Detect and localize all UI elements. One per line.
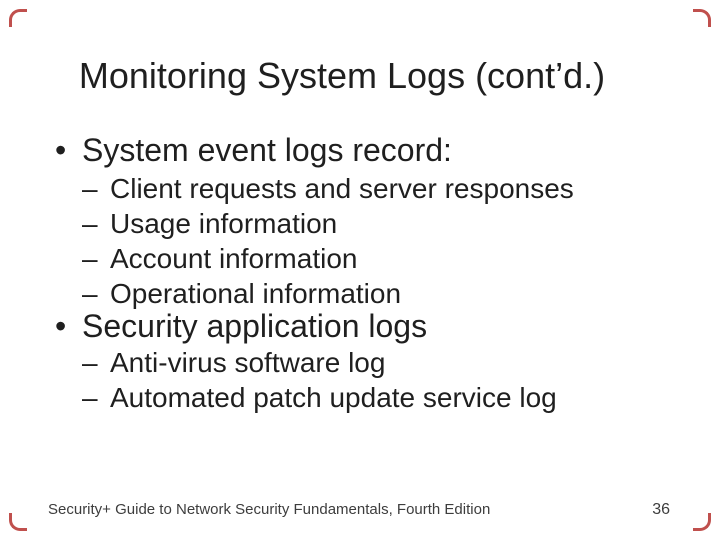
dash-icon: – — [82, 382, 98, 413]
corner-accent-bottom-right — [693, 513, 711, 531]
sub-bullet-item: – Automated patch update service log — [82, 382, 557, 413]
sub-bullet-text: Anti-virus software log — [110, 347, 386, 378]
footer-book-title: Security+ Guide to Network Security Fund… — [48, 501, 491, 518]
dash-icon: – — [82, 278, 98, 309]
sub-bullet-text: Usage information — [110, 208, 338, 239]
corner-accent-top-left — [9, 9, 27, 27]
sub-bullet-item: – Client requests and server responses — [82, 173, 574, 204]
bullet-item: • Security application logs — [55, 308, 428, 344]
dash-icon: – — [82, 173, 98, 204]
slide-page-number: 36 — [652, 501, 670, 518]
sub-bullet-item: – Usage information — [82, 208, 338, 239]
sub-bullet-text: Automated patch update service log — [110, 382, 557, 413]
bullet-text: Security application logs — [82, 308, 428, 344]
dash-icon: – — [82, 243, 98, 274]
dash-icon: – — [82, 208, 98, 239]
slide-title: Monitoring System Logs (cont’d.) — [78, 55, 606, 96]
sub-bullet-text: Account information — [110, 243, 358, 274]
corner-accent-top-right — [693, 9, 711, 27]
sub-bullet-text: Operational information — [110, 278, 402, 309]
bullet-text: System event logs record: — [82, 132, 452, 168]
bullet-icon: • — [55, 308, 67, 344]
dash-icon: – — [82, 347, 98, 378]
bullet-icon: • — [55, 132, 67, 168]
sub-bullet-item: – Anti-virus software log — [82, 347, 386, 378]
corner-accent-bottom-left — [9, 513, 27, 531]
sub-bullet-item: – Operational information — [82, 278, 402, 309]
bullet-item: • System event logs record: — [55, 132, 452, 168]
sub-bullet-text: Client requests and server responses — [110, 173, 574, 204]
sub-bullet-item: – Account information — [82, 243, 358, 274]
